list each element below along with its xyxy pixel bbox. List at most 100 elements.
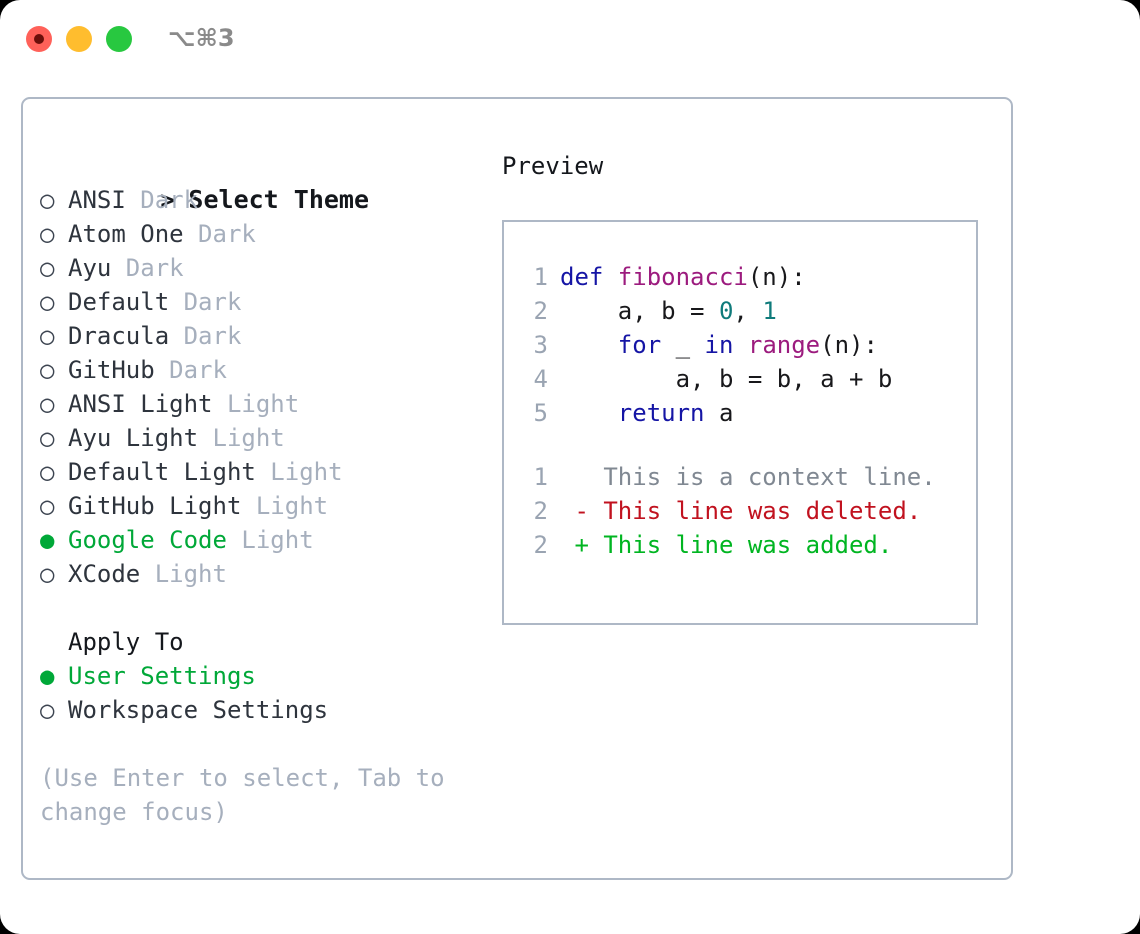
diff-sample: 1 This is a context line.2 - This line w…	[516, 460, 936, 562]
code-token: return	[617, 399, 705, 427]
apply-to-list[interactable]: ● User Settings ○ Workspace Settings	[40, 659, 490, 727]
theme-item-name: GitHub Light	[68, 492, 256, 520]
radio-unselected-icon: ○	[40, 356, 55, 384]
window-titlebar: ⌥⌘3	[0, 0, 1140, 80]
theme-item-tag: Light	[255, 492, 329, 520]
keyboard-hint-text: (Use Enter to select, Tab to change focu…	[40, 764, 460, 826]
line-number: 1	[533, 263, 548, 291]
radio-unselected-icon: ○	[40, 186, 55, 214]
radio-unselected-icon: ○	[40, 288, 55, 316]
theme-item-tag: Light	[270, 458, 343, 486]
diff-line: 2 + This line was added.	[516, 528, 936, 562]
theme-list-item[interactable]: ○ GitHub Light Light	[40, 489, 490, 523]
apply-to-item-name: Workspace Settings	[68, 696, 329, 724]
theme-item-name: Atom One	[68, 220, 199, 248]
code-token: _	[661, 331, 705, 359]
line-number: 2	[533, 531, 548, 559]
theme-list-item[interactable]: ○ Ayu Dark	[40, 251, 490, 285]
theme-item-name: XCode	[68, 560, 155, 588]
radio-unselected-icon: ○	[40, 424, 55, 452]
line-number: 3	[533, 331, 548, 359]
line-number: 2	[533, 497, 548, 525]
theme-item-name: Dracula	[68, 322, 184, 350]
theme-list-item[interactable]: ○ANSI Light Light	[40, 387, 490, 421]
keyboard-shortcut-label: ⌥⌘3	[168, 24, 235, 52]
theme-item-tag: Dark	[183, 288, 242, 316]
code-token: 1	[762, 297, 777, 325]
theme-list[interactable]: ○ANSI Dark○Atom One Dark○Ayu Dark○Defaul…	[40, 183, 490, 591]
radio-selected-icon: ●	[40, 662, 55, 690]
theme-list-item[interactable]: ○ Default Light Light	[40, 455, 490, 489]
radio-unselected-icon: ○	[40, 458, 55, 486]
radio-unselected-icon: ○	[40, 322, 55, 350]
theme-item-name: Default	[68, 288, 184, 316]
radio-unselected-icon: ○	[40, 560, 55, 588]
theme-list-header-label: Select Theme	[188, 185, 370, 214]
theme-list-item[interactable]: ○XCode Light	[40, 557, 490, 591]
code-token: (n):	[820, 331, 878, 359]
code-token: a, b = b, a + b	[560, 365, 893, 393]
code-token: a	[704, 399, 734, 427]
minimize-window-button[interactable]	[66, 26, 92, 52]
theme-list-item[interactable]: ○Ayu Light Light	[40, 421, 490, 455]
theme-item-tag: Light	[226, 390, 300, 418]
radio-unselected-icon: ○	[40, 254, 55, 282]
theme-item-name: Ayu	[68, 254, 126, 282]
theme-item-name: GitHub	[68, 356, 170, 384]
theme-item-tag: Dark	[125, 254, 184, 282]
code-token: range	[747, 331, 821, 359]
theme-list-item[interactable]: ○ GitHub Dark	[40, 353, 490, 387]
theme-list-item[interactable]: ○ ANSI Dark	[40, 183, 490, 217]
code-token	[733, 331, 747, 359]
selection-caret-icon: >	[160, 186, 175, 214]
theme-item-tag: Light	[212, 424, 285, 452]
diff-line: 1 This is a context line.	[516, 460, 936, 494]
theme-list-header: > Select Theme	[40, 149, 490, 214]
preview-title: Preview	[502, 152, 604, 180]
apply-to-item[interactable]: ○ Workspace Settings	[40, 693, 490, 727]
line-number: 1	[533, 463, 548, 491]
code-token: (n):	[747, 263, 806, 291]
radio-unselected-icon: ○	[40, 696, 55, 724]
apply-to-item[interactable]: ● User Settings	[40, 659, 490, 693]
code-token: fibonacci	[617, 263, 748, 291]
maximize-window-button[interactable]	[106, 26, 132, 52]
radio-selected-icon: ●	[40, 526, 55, 554]
theme-item-name: ANSI Light	[68, 390, 227, 418]
line-number: 5	[533, 399, 548, 427]
theme-list-item[interactable]: ● Google Code Light	[40, 523, 490, 557]
theme-list-item[interactable]: ○Dracula Dark	[40, 319, 490, 353]
diff-line-text: - This line was deleted.	[560, 497, 922, 525]
radio-unselected-icon: ○	[40, 492, 55, 520]
theme-item-tag: Dark	[140, 186, 199, 214]
theme-selection-dialog: >Select Theme ○ANSI Dark○Atom One Dark○A…	[21, 97, 1013, 880]
apply-to-item-name: User Settings	[68, 662, 256, 690]
code-token: ,	[733, 297, 763, 325]
code-line: 1 def fibonacci(n):	[516, 260, 892, 294]
apply-to-header: Apply To	[68, 628, 184, 656]
code-line: 5 return a	[516, 396, 892, 430]
code-line: 3 for _ in range(n):	[516, 328, 892, 362]
section-spacer	[40, 591, 490, 625]
line-number: 2	[533, 297, 548, 325]
line-number: 4	[533, 365, 548, 393]
theme-item-tag: Dark	[198, 220, 256, 248]
theme-list-item[interactable]: ○Atom One Dark	[40, 217, 490, 251]
theme-item-name: Google Code	[68, 526, 242, 554]
theme-item-tag: Light	[241, 526, 314, 554]
theme-item-name: Default Light	[68, 458, 271, 486]
code-line: 4 a, b = b, a + b	[516, 362, 893, 396]
code-token	[560, 331, 618, 359]
code-token: 0	[718, 297, 734, 325]
theme-item-name: ANSI	[68, 186, 141, 214]
close-window-button[interactable]	[26, 26, 52, 52]
code-token: def	[560, 263, 618, 291]
diff-line: 2 - This line was deleted.	[516, 494, 936, 528]
theme-item-tag: Dark	[169, 356, 227, 384]
theme-list-item[interactable]: ○ Default Dark	[40, 285, 490, 319]
code-token	[560, 399, 618, 427]
